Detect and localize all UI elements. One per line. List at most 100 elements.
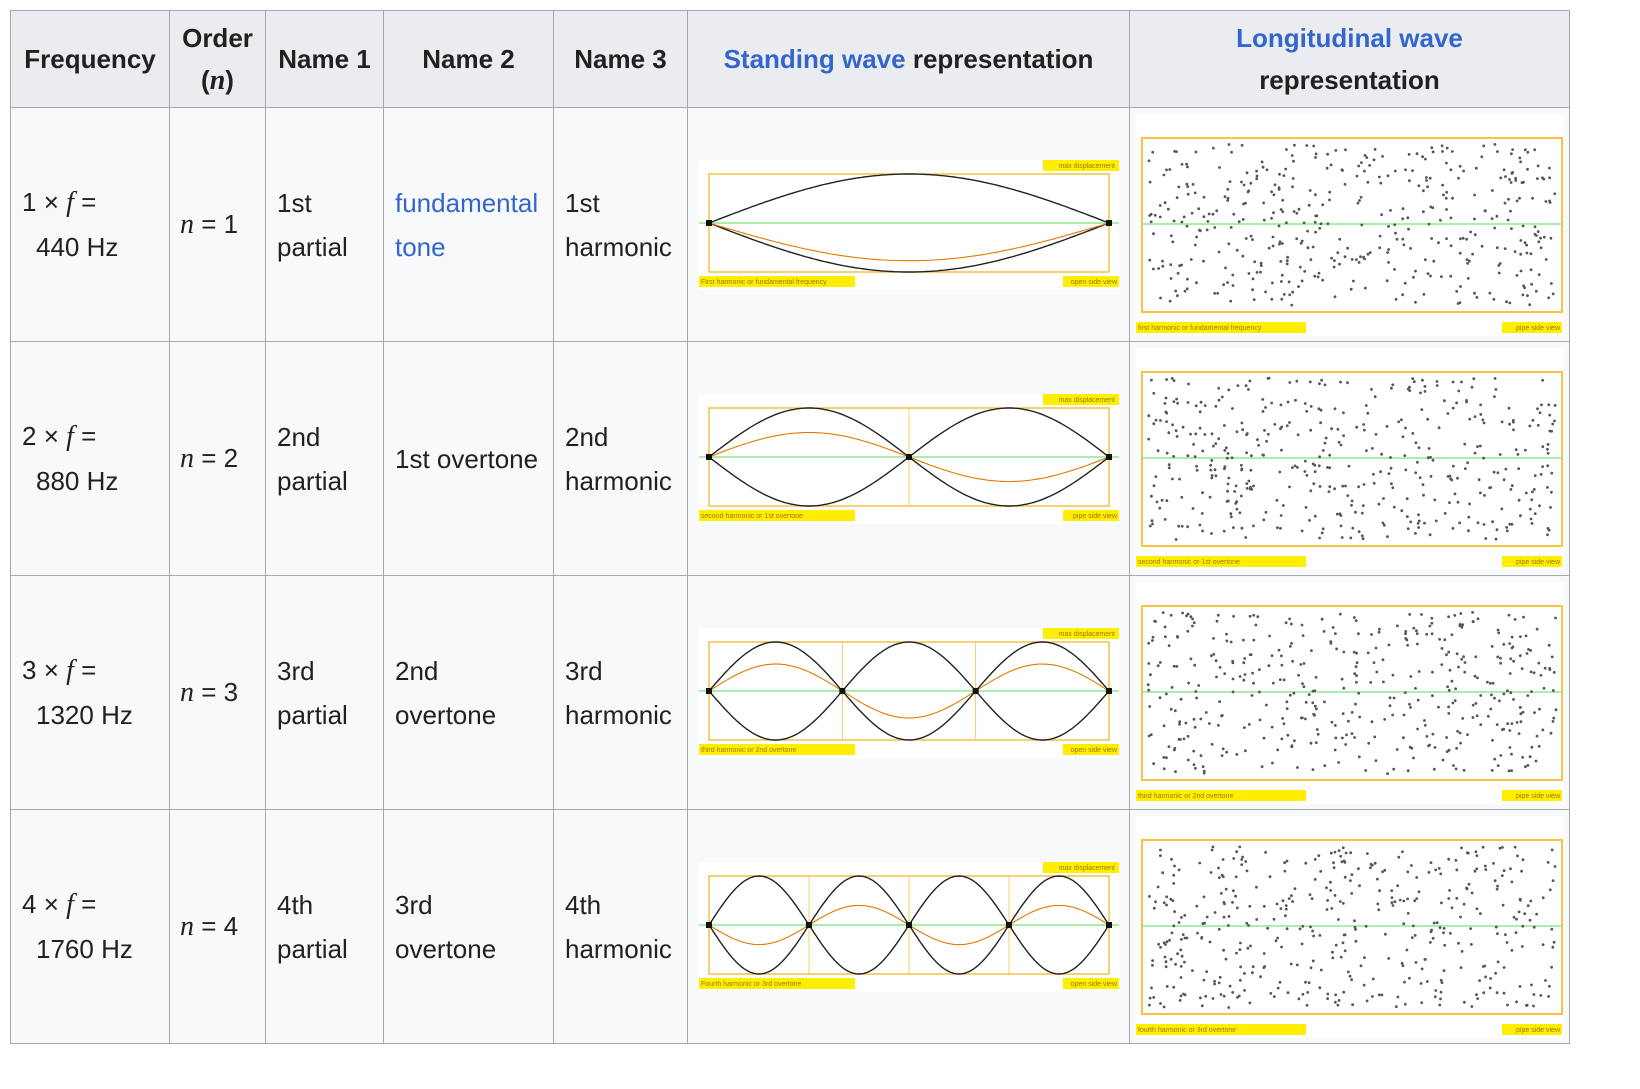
particle — [1437, 637, 1441, 641]
name2-line1[interactable]: fundamental — [395, 187, 539, 218]
particle — [1472, 291, 1476, 295]
particle — [1249, 487, 1253, 491]
particle — [1419, 612, 1423, 616]
particle — [1357, 198, 1361, 202]
particle — [1316, 853, 1320, 857]
particle — [1509, 768, 1513, 772]
multiplier: 3 — [22, 655, 37, 685]
particle — [1250, 237, 1254, 241]
particle — [1322, 763, 1326, 767]
particle — [1410, 168, 1414, 172]
particle — [1164, 894, 1168, 898]
particle — [1239, 857, 1243, 861]
particle — [1405, 514, 1409, 518]
particle — [1158, 660, 1162, 664]
particle — [1343, 948, 1347, 952]
particle — [1226, 476, 1230, 479]
particle — [1475, 996, 1479, 1000]
frequency-formula: 4 × f = — [22, 889, 96, 920]
particle — [1427, 870, 1430, 874]
particle — [1194, 464, 1198, 468]
particle — [1146, 688, 1150, 691]
longitudinal-wave-link[interactable]: Longitudinal wave — [1236, 23, 1463, 53]
particle — [1511, 697, 1515, 701]
particle — [1390, 900, 1393, 904]
name3-line1: 2nd — [565, 421, 609, 452]
particle — [1221, 857, 1224, 861]
particle — [1413, 300, 1417, 304]
particle — [1262, 951, 1266, 955]
particle — [1303, 459, 1307, 462]
particle — [1228, 299, 1232, 302]
particle — [1313, 192, 1317, 196]
particle — [1496, 470, 1499, 474]
standing-wave-link[interactable]: Standing wave — [723, 44, 906, 74]
particle — [1427, 222, 1430, 225]
particle — [1278, 239, 1281, 243]
particle — [1462, 670, 1466, 673]
particle — [1436, 240, 1440, 244]
particle — [1394, 297, 1397, 301]
particle — [1336, 1003, 1339, 1006]
particle — [1282, 173, 1285, 177]
particle — [1179, 495, 1183, 499]
particle — [1427, 446, 1430, 450]
particle — [1357, 883, 1361, 887]
particle-field — [1146, 610, 1557, 775]
particle — [1416, 698, 1420, 701]
particle — [1192, 663, 1196, 667]
longitudinal-wave-frame — [1140, 136, 1563, 313]
particle — [1373, 861, 1377, 865]
particle — [1445, 749, 1449, 753]
particle — [1151, 761, 1155, 765]
particle — [1279, 297, 1283, 301]
particle — [1411, 275, 1415, 279]
particle — [1551, 716, 1555, 719]
particle — [1529, 282, 1533, 286]
multiplier: 2 — [22, 421, 37, 451]
particle — [1167, 938, 1171, 942]
particle — [1322, 700, 1326, 703]
particle — [1459, 965, 1462, 969]
particle — [1478, 412, 1482, 416]
particle — [1309, 257, 1312, 261]
particle — [1168, 897, 1172, 901]
particle — [1164, 964, 1167, 968]
particle — [1153, 899, 1157, 903]
particle — [1182, 215, 1186, 218]
particle — [1425, 734, 1428, 738]
table-row: 2 × f = 880 Hz n = 2 2nd partial 1st ove… — [10, 341, 1570, 576]
particle — [1231, 888, 1235, 892]
particle — [1244, 236, 1248, 240]
particle — [1529, 497, 1533, 501]
particle — [1390, 895, 1393, 899]
particle — [1282, 678, 1285, 681]
longitudinal-wave-caption: first harmonic or fundamental frequency — [1138, 325, 1262, 332]
particle — [1163, 955, 1166, 958]
particle — [1505, 688, 1509, 692]
name3-line2: harmonic — [565, 699, 672, 730]
particle — [1268, 991, 1272, 995]
particle — [1333, 631, 1337, 635]
particle — [1240, 421, 1243, 424]
particle — [1204, 710, 1208, 714]
particle — [1349, 977, 1353, 981]
particle — [1217, 699, 1221, 703]
name2-line2[interactable]: tone — [395, 231, 446, 262]
particle — [1481, 845, 1484, 849]
particle — [1395, 237, 1398, 241]
particle — [1514, 930, 1517, 934]
particle — [1407, 388, 1411, 392]
particle — [1539, 245, 1542, 249]
particle — [1419, 407, 1423, 411]
particle — [1162, 1005, 1165, 1008]
wave-current — [708, 663, 1109, 719]
particle — [1354, 664, 1357, 668]
particle — [1327, 190, 1331, 193]
particle — [1297, 207, 1300, 211]
order-cell: n = 2 — [169, 341, 266, 576]
n-symbol: n — [180, 443, 194, 474]
particle — [1242, 656, 1246, 660]
particle — [1235, 248, 1239, 252]
particle — [1543, 978, 1547, 982]
